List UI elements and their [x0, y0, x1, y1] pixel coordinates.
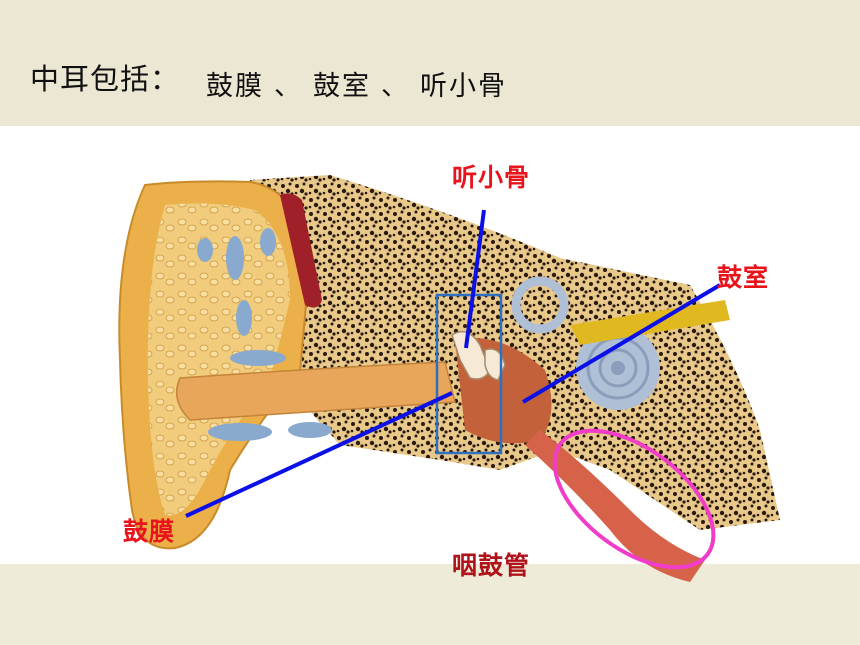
auricle-inner	[147, 203, 290, 516]
label-ossicles: 听小骨	[452, 163, 531, 192]
separator: 、	[381, 71, 410, 102]
cartilage	[208, 423, 272, 441]
middle-ear-parts-list: 鼓膜、鼓室、听小骨	[206, 64, 517, 103]
header-band	[0, 0, 860, 126]
label-eardrum: 鼓膜	[123, 517, 176, 546]
label-eustachian-tube: 咽鼓管	[452, 551, 531, 580]
semicircular-canal	[511, 276, 569, 334]
cochlea	[611, 361, 625, 375]
cartilage	[230, 350, 286, 366]
label-tympanic-cavity: 鼓室	[717, 263, 770, 292]
cartilage	[260, 228, 276, 256]
tube-highlight-ellipse	[552, 428, 716, 570]
part-eardrum: 鼓膜	[206, 71, 264, 102]
cartilage	[197, 238, 213, 262]
slide-title: 中耳包括：	[30, 62, 181, 96]
cartilage	[288, 422, 332, 438]
eustachian-tube-shape	[525, 430, 705, 582]
cartilage	[236, 300, 252, 336]
cartilage	[226, 236, 244, 280]
pointer-line-ossicles	[464, 209, 486, 349]
part-tympanic-cavity: 鼓室	[313, 71, 371, 102]
pointer-line-eardrum	[185, 391, 453, 518]
blood-vessel	[280, 193, 322, 308]
cochlea	[598, 348, 638, 388]
highlight-box	[435, 293, 503, 455]
pointer-line-tympanic-cavity	[521, 283, 722, 404]
footer-band	[0, 564, 860, 645]
separator: 、	[274, 71, 303, 102]
part-ossicles: 听小骨	[420, 71, 507, 102]
ear-canal	[175, 361, 456, 421]
auditory-nerve	[570, 300, 730, 345]
